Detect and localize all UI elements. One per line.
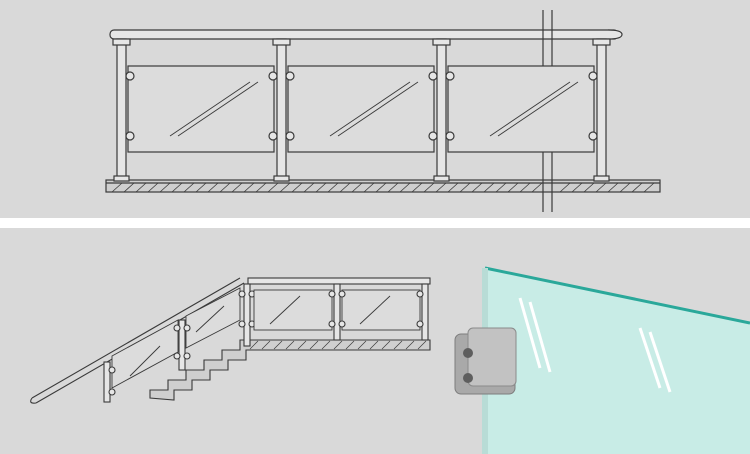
balustrade-elevation-panel <box>0 0 750 218</box>
landing-glass-panels <box>253 289 421 331</box>
stair-post-3 <box>238 283 256 347</box>
floor-hatching <box>111 182 655 193</box>
landing-posts <box>328 283 429 341</box>
stair-balustrade-drawing <box>30 266 750 454</box>
glass-top-edge <box>484 266 750 325</box>
post-2 <box>268 38 295 182</box>
post-1 <box>112 38 135 182</box>
stair-post-1 <box>103 361 116 403</box>
stair-and-clamp-panel <box>0 228 750 454</box>
glass-panel-2 <box>287 65 435 153</box>
clamp-body <box>454 327 517 395</box>
post-3 <box>428 38 455 182</box>
glass-panel-3 <box>447 65 595 153</box>
stair-hatching <box>249 340 427 350</box>
stair-post-2 <box>173 319 191 371</box>
sloped-handrail <box>30 277 245 404</box>
glass-clamp-closeup <box>454 266 750 454</box>
clamp-screw <box>463 373 473 383</box>
stair-steps <box>149 339 431 401</box>
post-4 <box>588 38 611 182</box>
landing-handrail <box>247 277 431 285</box>
balustrade-elevation-drawing <box>105 10 661 212</box>
glass-panel-1 <box>127 65 275 153</box>
glass-pane <box>485 268 750 454</box>
handrail <box>109 29 623 40</box>
clamp-screw <box>463 348 473 358</box>
stair-glass-panels <box>111 287 241 389</box>
glass-reflection <box>518 297 672 393</box>
